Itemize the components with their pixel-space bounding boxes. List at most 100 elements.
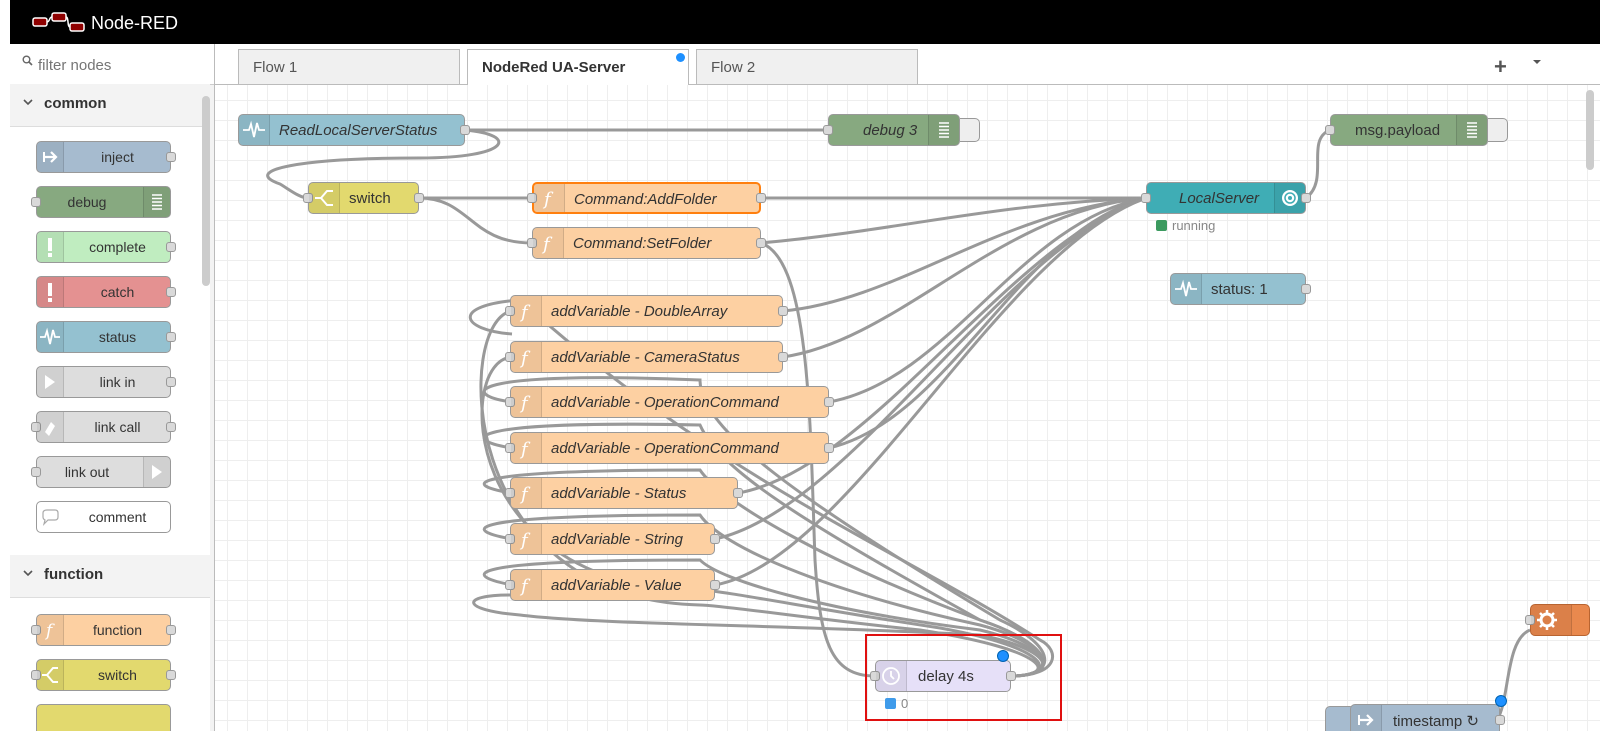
function-icon: f [511,387,542,417]
input-port[interactable] [823,125,833,135]
output-port[interactable] [710,534,720,544]
node-timestamp[interactable]: timestamp ↻ [1350,704,1505,731]
link-out-icon [143,457,170,487]
palette-node-debug[interactable]: debug [31,186,171,218]
function-icon: f [511,296,542,326]
function-icon: f [511,524,542,554]
node-command-add-folder[interactable]: f Command:AddFolder [527,182,766,214]
tab-menu-dropdown-icon[interactable] [1531,55,1543,67]
output-port[interactable] [166,625,176,635]
input-port[interactable] [527,193,537,203]
palette-node-link-call[interactable]: link call [31,411,176,443]
input-port[interactable] [505,534,515,544]
node-add-variable-operation-command-1[interactable]: f addVariable - OperationCommand [505,386,834,418]
input-port[interactable] [527,238,537,248]
input-port[interactable] [1525,615,1535,625]
category-label: function [44,566,104,583]
debug-toggle-button[interactable] [1488,118,1508,142]
output-port[interactable] [778,306,788,316]
filter-nodes-input[interactable] [36,53,210,77]
output-port[interactable] [824,397,834,407]
node-command-set-folder[interactable]: f Command:SetFolder [527,227,766,259]
input-port[interactable] [31,197,41,207]
node-add-variable-camera-status[interactable]: f addVariable - CameraStatus [505,341,788,373]
input-port[interactable] [1325,125,1335,135]
output-port[interactable] [166,287,176,297]
input-port[interactable] [303,193,313,203]
output-port[interactable] [1495,715,1505,725]
output-port[interactable] [778,352,788,362]
node-changed-indicator [997,650,1009,662]
tab-flow-1[interactable]: Flow 1 [238,49,460,84]
input-port[interactable] [31,625,41,635]
tab-flow-2[interactable]: Flow 2 [696,49,918,84]
palette-category-common[interactable]: common [10,84,210,127]
node-read-local-server-status[interactable]: ReadLocalServerStatus [238,114,470,146]
output-port[interactable] [414,193,424,203]
output-port[interactable] [710,580,720,590]
node-red-logo-icon [32,12,85,32]
output-port[interactable] [460,125,470,135]
node-add-variable-value[interactable]: f addVariable - Value [505,569,720,601]
input-port[interactable] [1141,193,1151,203]
debug-toggle-button[interactable] [960,118,980,142]
input-port[interactable] [31,670,41,680]
palette-scrollbar[interactable] [202,96,210,286]
input-port[interactable] [505,352,515,362]
palette-filter [10,44,214,85]
output-port[interactable] [166,670,176,680]
node-delay-4s[interactable]: delay 4s [870,660,1016,692]
palette-category-function[interactable]: function [10,555,210,598]
input-port[interactable] [31,422,41,432]
input-port[interactable] [505,397,515,407]
input-port[interactable] [505,488,515,498]
svg-text:f: f [519,439,531,460]
tab-nodered-ua-server[interactable]: NodeRed UA-Server [467,49,689,85]
output-port[interactable] [756,193,766,203]
output-port[interactable] [166,422,176,432]
node-status-1[interactable]: status: 1 [1170,273,1311,305]
output-port[interactable] [1006,671,1016,681]
node-switch[interactable]: switch [303,182,424,214]
palette-node-comment[interactable]: comment [36,501,171,533]
node-partial-orange[interactable] [1525,604,1590,636]
output-port[interactable] [166,332,176,342]
palette-node-status[interactable]: status [36,321,176,353]
palette-node-function[interactable]: f function [31,614,176,646]
palette-node-switch[interactable]: switch [31,659,176,691]
input-port[interactable] [870,671,880,681]
palette-node-link-out[interactable]: link out [31,456,171,488]
palette-node-partial[interactable] [36,704,171,731]
node-add-variable-string[interactable]: f addVariable - String [505,523,720,555]
output-port[interactable] [166,242,176,252]
palette-node-inject[interactable]: inject [36,141,176,173]
output-port[interactable] [1301,193,1311,203]
node-debug-3[interactable]: debug 3 [823,114,960,146]
palette-node-catch[interactable]: catch [36,276,176,308]
workspace-vertical-scrollbar[interactable] [1586,90,1594,170]
output-port[interactable] [1301,284,1311,294]
category-label: common [44,95,107,112]
palette-category-common-body: inject debug complete catch [10,127,210,555]
flow-workspace[interactable]: ReadLocalServerStatus debug 3 msg.payloa… [215,85,1600,731]
input-port[interactable] [505,580,515,590]
output-port[interactable] [166,377,176,387]
input-port[interactable] [505,306,515,316]
node-label: LocalServer [1179,190,1260,207]
node-add-variable-double-array[interactable]: f addVariable - DoubleArray [505,295,788,327]
input-port[interactable] [505,443,515,453]
output-port[interactable] [756,238,766,248]
node-add-variable-status[interactable]: f addVariable - Status [505,477,743,509]
palette-node-complete[interactable]: complete [36,231,176,263]
input-port[interactable] [31,467,41,477]
add-flow-button[interactable]: + [1494,54,1507,79]
node-msg-payload[interactable]: msg.payload [1325,114,1488,146]
output-port[interactable] [166,152,176,162]
palette-node-label: catch [100,284,135,300]
node-local-server[interactable]: LocalServer [1141,182,1311,214]
output-port[interactable] [824,443,834,453]
output-port[interactable] [733,488,743,498]
node-add-variable-operation-command-2[interactable]: f addVariable - OperationCommand [505,432,834,464]
arrow-in-icon [1351,705,1382,731]
palette-node-link-in[interactable]: link in [36,366,176,398]
